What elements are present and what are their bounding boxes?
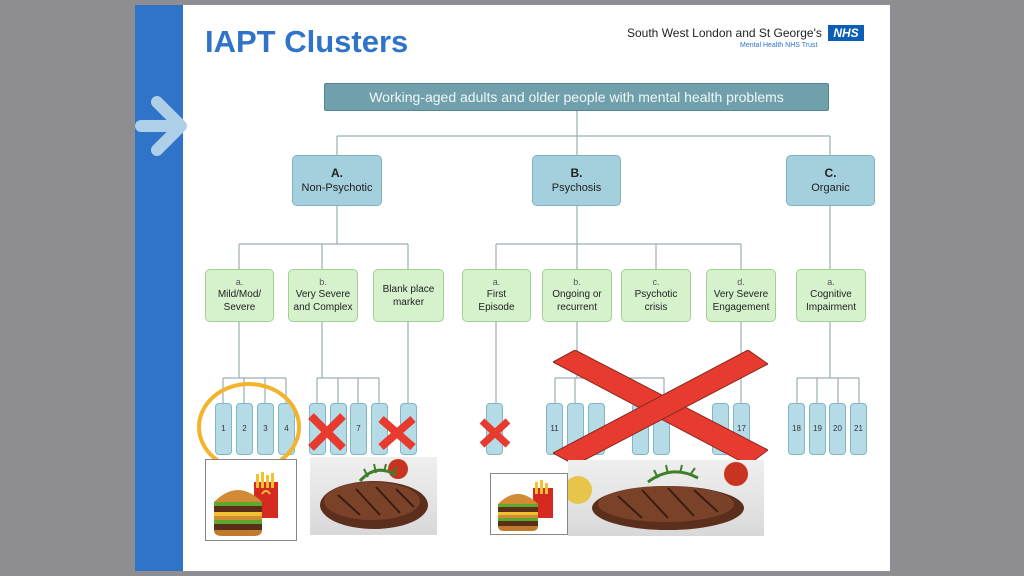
subgroup-line: Very Severe (295, 289, 351, 301)
cluster-box: 11 (546, 403, 563, 455)
cluster-box: 21 (850, 403, 867, 455)
cluster-box: 1 (215, 403, 232, 455)
burger-fries-image (205, 459, 297, 541)
subgroup-line: Episode (478, 302, 515, 314)
group-letter: C. (824, 165, 837, 180)
logo-trust-name: Mental Health NHS Trust (740, 42, 818, 49)
nhs-badge: NHS (828, 25, 864, 41)
cluster-box: 18 (788, 403, 805, 455)
group-name: Psychosis (551, 182, 602, 195)
cluster-box: 2 (236, 403, 253, 455)
steak-image (310, 457, 437, 535)
connector-lines (222, 111, 860, 403)
slide-title: IAPT Clusters (205, 24, 409, 59)
cluster-box: 20 (829, 403, 846, 455)
subgroup-line: First (486, 289, 507, 301)
group-letter: A. (331, 165, 343, 180)
cross-mark (479, 418, 511, 448)
subgroup-letter: b. (573, 276, 581, 287)
subgroup-line: Ongoing or (552, 289, 602, 301)
cluster-box: 7 (350, 403, 367, 455)
subgroup-node: b. Ongoing or recurrent (542, 269, 612, 322)
subgroup-letter: b. (319, 276, 327, 287)
subgroup-node: a. Mild/Mod/ Severe (205, 269, 274, 322)
steak-image (568, 460, 764, 536)
cluster-box: 3 (257, 403, 274, 455)
subgroup-node: d. Very Severe Engagement (706, 269, 776, 322)
subgroup-node: a. First Episode (462, 269, 531, 322)
subgroup-line: recurrent (556, 302, 597, 314)
subgroup-line: Psychotic (634, 289, 678, 301)
cross-mark (308, 413, 346, 451)
subgroup-line: Mild/Mod/ (217, 289, 262, 301)
group-name: Organic (811, 182, 850, 195)
cross-mark (378, 415, 416, 451)
subgroup-line: Severe (223, 302, 256, 314)
logo-org-name: South West London and St George's (627, 26, 822, 40)
subgroup-letter: a. (492, 276, 501, 287)
subgroup-line: Very Severe (713, 289, 769, 301)
subgroup-letter: a. (827, 276, 835, 287)
large-cross-mark (553, 350, 768, 465)
group-letter: B. (570, 165, 583, 180)
subgroup-line: crisis (644, 302, 668, 314)
subgroup-node: a. Cognitive Impairment (796, 269, 866, 322)
slide: IAPT Clusters South West London and St G… (135, 5, 890, 571)
subgroup-node: c. Psychotic crisis (621, 269, 691, 322)
group-a-node: A. Non-Psychotic (292, 155, 382, 206)
subgroup-line: marker (392, 296, 425, 308)
subgroup-line: and Complex (293, 302, 353, 314)
arrow-right-icon (135, 96, 187, 156)
subgroup-line: Cognitive (810, 289, 852, 301)
subgroup-letter: d. (737, 276, 745, 287)
subgroup-line: Impairment (805, 302, 856, 314)
burger-fries-image (490, 473, 568, 535)
subgroup-node: Blank place marker (373, 269, 444, 322)
root-node: Working-aged adults and older people wit… (324, 83, 829, 111)
subgroup-letter: c. (652, 276, 660, 287)
subgroup-node: b. Very Severe and Complex (288, 269, 358, 322)
group-c-node: C. Organic (786, 155, 875, 206)
subgroup-line: Engagement (712, 302, 770, 314)
subgroup-letter: a. (235, 276, 244, 287)
subgroup-line: Blank place (382, 283, 435, 295)
cluster-box: 19 (809, 403, 826, 455)
group-name: Non-Psychotic (301, 182, 373, 195)
group-b-node: B. Psychosis (532, 155, 621, 206)
